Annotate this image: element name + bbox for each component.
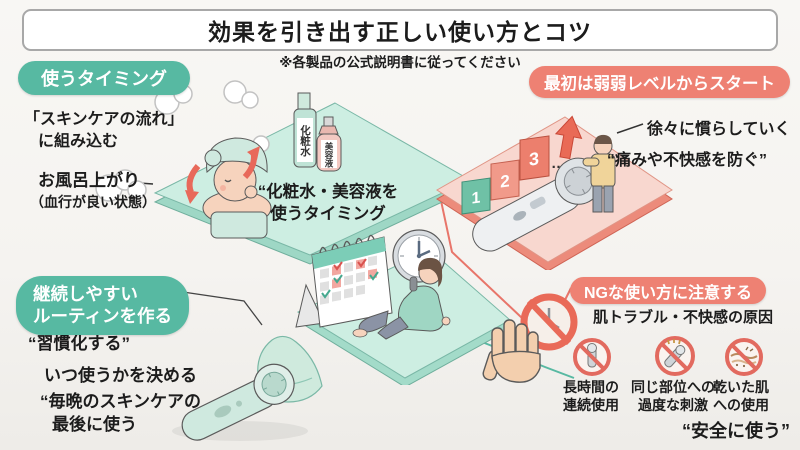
ng-label-1: 長時間の 連続使用: [563, 379, 619, 414]
up-arrow-icon: [554, 115, 583, 160]
page-title: 効果を引き出す正しい使い方とコツ: [208, 19, 592, 45]
toner-bottle-label: 化粧水: [298, 120, 313, 162]
level-block-3: 3: [519, 135, 550, 181]
badge-start-weak: 最初は弱弱レベルからスタート: [529, 66, 790, 98]
level-point-2: “痛みや不快感を防ぐ”: [607, 152, 768, 169]
arrow-up-head: [247, 146, 260, 160]
stop-hand-icon: [482, 319, 541, 383]
badge-timing: 使うタイミング: [18, 61, 190, 95]
disclaimer-note: ※各製品の公式説明書に従ってください: [279, 55, 521, 70]
person-adjusting-dial: [582, 134, 616, 213]
routine-point-3: “毎晩のスキンケアの 最後に使う: [40, 392, 201, 434]
badge-ng: NGな使い方に注意する: [570, 277, 767, 304]
svg-text:2: 2: [500, 171, 509, 191]
bath-scene: [95, 80, 472, 265]
dry-skin-prohibited-icon: [725, 338, 763, 376]
routine-point-2: いつ使うかを決める: [44, 366, 197, 385]
long-use-prohibited-icon: [573, 338, 611, 376]
timing-caption: “化粧水・美容液を 使うタイミング: [257, 183, 399, 224]
level-block-2: 2: [490, 159, 520, 201]
beauty-device-small: [181, 363, 295, 441]
stop-warning: [482, 293, 578, 383]
overstimulation-prohibited-icon: [655, 336, 695, 376]
svg-text:1: 1: [472, 188, 481, 207]
level-point-1: 徐々に慣らしていく: [647, 121, 791, 138]
calendar-scene: [295, 229, 511, 385]
steam-cloud-icon: [95, 80, 270, 202]
serum-bottle-label: 美容液: [322, 141, 336, 168]
connector-level: [616, 123, 644, 134]
connector-routine: [182, 291, 263, 326]
ng-label-2: 同じ部位への 過度な刺激: [631, 379, 715, 414]
woman-sitting: [352, 257, 451, 340]
calendar-icon: [295, 234, 393, 328]
level-scene: 1 2 3 …: [436, 115, 673, 270]
device-and-cloth: [172, 335, 323, 441]
beauty-device-large: [472, 157, 602, 252]
crossed-clock-icon: [520, 293, 578, 351]
timing-flow-text: 「スキンケアの流れ」 に組み込む: [24, 111, 184, 150]
arrow-down-head: [185, 190, 199, 204]
title-box: 効果を引き出す正しい使い方とコツ: [22, 9, 778, 51]
svg-text:3: 3: [529, 148, 539, 169]
ng-label-3: 乾いた肌 への使用: [713, 379, 769, 414]
ng-footer: “安全に使う”: [682, 421, 790, 441]
level-block-1: 1: [461, 177, 491, 215]
routine-point-1: “習慣化する”: [28, 334, 130, 353]
timing-bath-text: お風呂上がり （血行が良い状態）: [30, 171, 156, 210]
handheld-device-icon: [409, 276, 418, 292]
ng-heading: 肌トラブル・不快感の原因: [592, 309, 773, 326]
badge-routine: 継続しやすい ルーティンを作る: [16, 276, 189, 335]
connector-red: [439, 195, 523, 319]
